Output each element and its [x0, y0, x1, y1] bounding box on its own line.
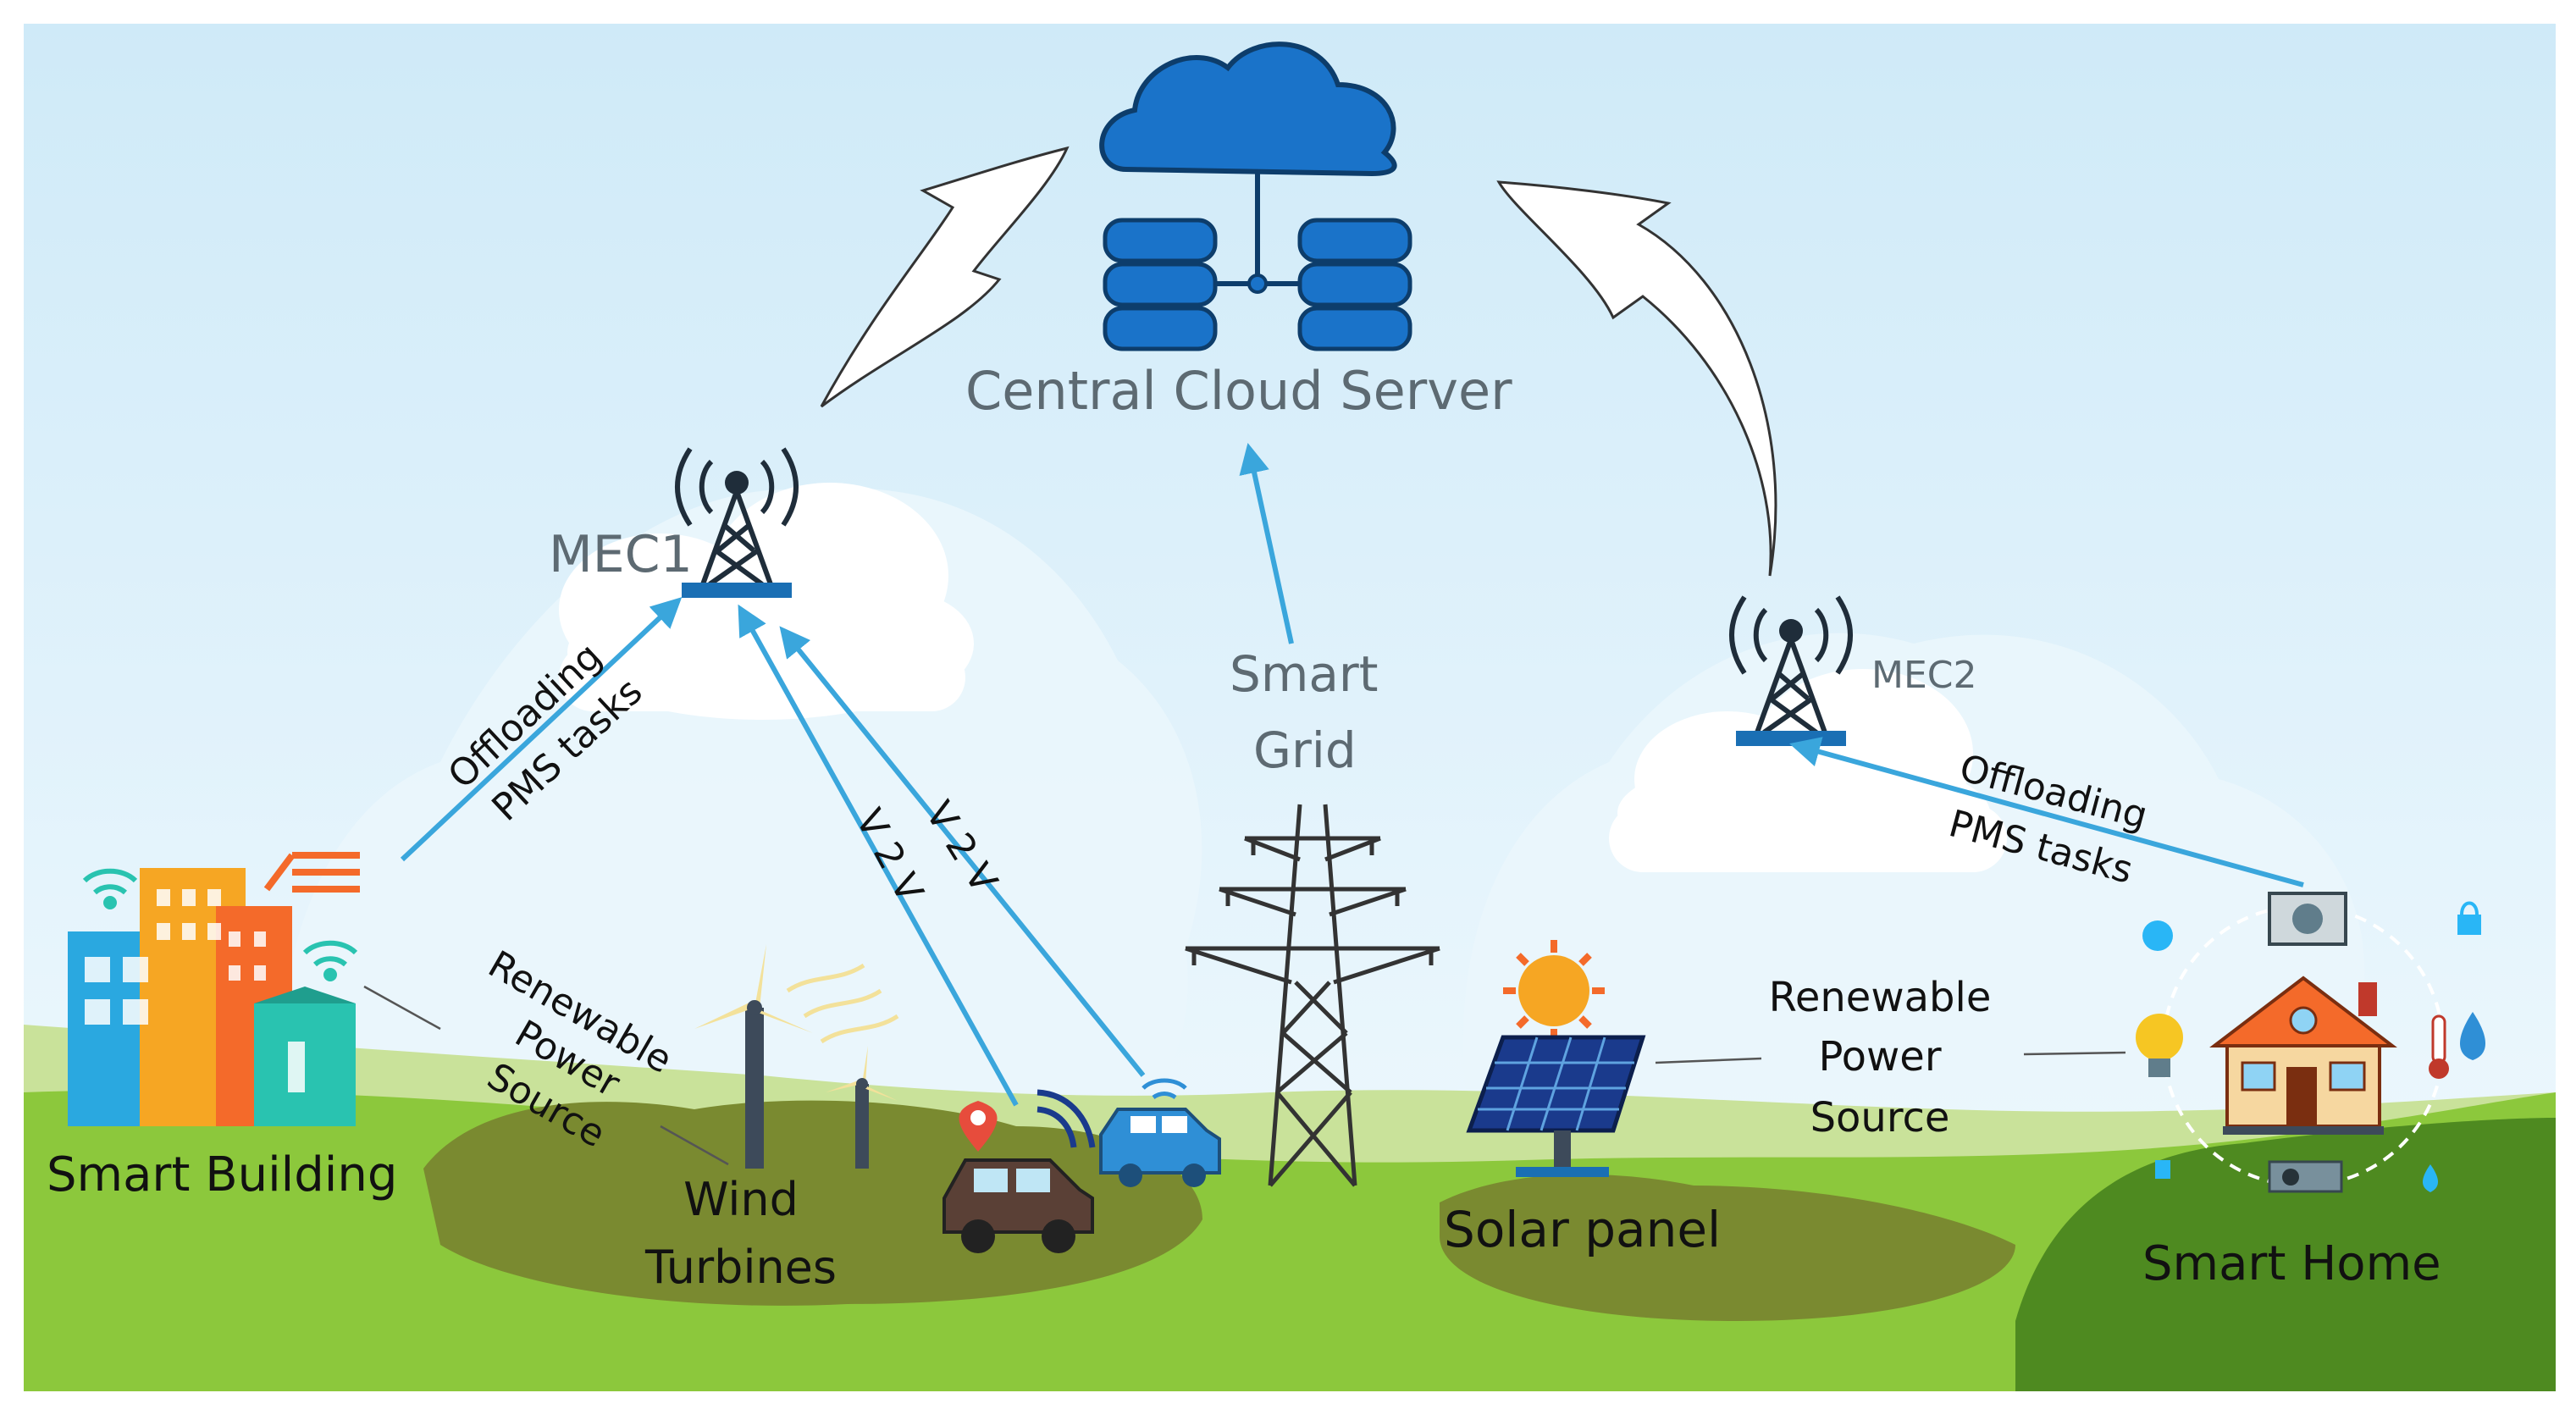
tower-base-mec1	[682, 583, 792, 598]
server-connector-node	[1247, 274, 1268, 294]
lightbulb-icon	[2136, 1014, 2183, 1077]
connector-building-renewable	[363, 985, 441, 1031]
wind-lines	[786, 963, 899, 1044]
arrow-grid-to-cloud	[1239, 442, 1294, 644]
mec2-label: MEC2	[1871, 654, 1977, 697]
connector-renewable-wind	[660, 1125, 729, 1166]
thermometer-icon	[2429, 1014, 2449, 1079]
hill-right	[2015, 1118, 2556, 1391]
cloud-server-label: Central Cloud Server	[965, 360, 1512, 422]
cloud-mec2	[1609, 669, 2007, 872]
air-conditioner-icon	[2268, 892, 2347, 946]
wifi-icon	[302, 940, 358, 981]
arrow-building-to-mec1	[400, 597, 683, 862]
big-arrow-right	[1496, 180, 1777, 577]
signal-bars-icon	[263, 852, 360, 893]
arrow-home-to-mec2	[1789, 737, 2304, 887]
solar-panel-label: Solar panel	[1444, 1201, 1722, 1258]
arrow-car-to-mec1-b	[779, 626, 1146, 1077]
wind-turbine-icon	[826, 1046, 898, 1169]
renewable-right-label-3: Source	[1810, 1094, 1950, 1141]
location-pin-icon	[959, 1101, 998, 1152]
smart-grid-label-2: Grid	[1253, 721, 1357, 779]
wifi-icon	[82, 868, 138, 909]
database-icon	[1103, 218, 1218, 351]
hill-mid	[1440, 1174, 2015, 1321]
projector-icon	[2268, 1160, 2343, 1193]
cell-tower-icon	[675, 447, 799, 587]
wind-turbines-label-1: Wind	[683, 1173, 799, 1226]
car-icon	[1099, 1108, 1221, 1187]
signal-arcs-icon	[1036, 1089, 1096, 1148]
renewable-right-label-2: Power	[1818, 1033, 1942, 1081]
solar-panel-icon	[1466, 1035, 1646, 1177]
wifi-icon	[1142, 1078, 1187, 1100]
hill-left	[423, 1100, 1202, 1306]
connector-solar-renewable	[1655, 1057, 1762, 1064]
tower-antenna-mec2	[1779, 619, 1803, 643]
water-drop-icon	[2460, 1012, 2485, 1060]
smart-grid-label-1: Smart	[1230, 645, 1379, 703]
cell-tower-icon	[1729, 595, 1853, 735]
car-icon	[943, 1158, 1094, 1253]
building-icon	[68, 868, 356, 1126]
renewable-right-label-1: Renewable	[1768, 974, 1992, 1021]
connector-renewable-home	[2023, 1051, 2126, 1056]
database-icon	[1297, 218, 1412, 351]
tower-antenna-mec1	[725, 471, 749, 495]
wind-turbines-label-2: Turbines	[644, 1241, 837, 1294]
transmission-tower-icon	[1185, 804, 1440, 1187]
plug-icon	[2155, 1160, 2170, 1179]
arrow-car-to-mec1-a	[738, 604, 1019, 1107]
lock-icon	[2457, 901, 2481, 935]
mec1-label: MEC1	[549, 525, 693, 584]
cloud-icon	[1099, 41, 1397, 177]
house-icon	[2209, 976, 2397, 1135]
big-arrow-left	[820, 146, 1070, 408]
clock-icon	[2142, 920, 2173, 951]
smart-building-label: Smart Building	[47, 1147, 398, 1202]
smart-home-label: Smart Home	[2142, 1236, 2441, 1291]
wind-turbine-icon	[694, 944, 813, 1169]
tower-base-mec2	[1736, 731, 1846, 746]
water-drop-icon	[2423, 1164, 2438, 1192]
sun-icon	[1503, 940, 1605, 1042]
